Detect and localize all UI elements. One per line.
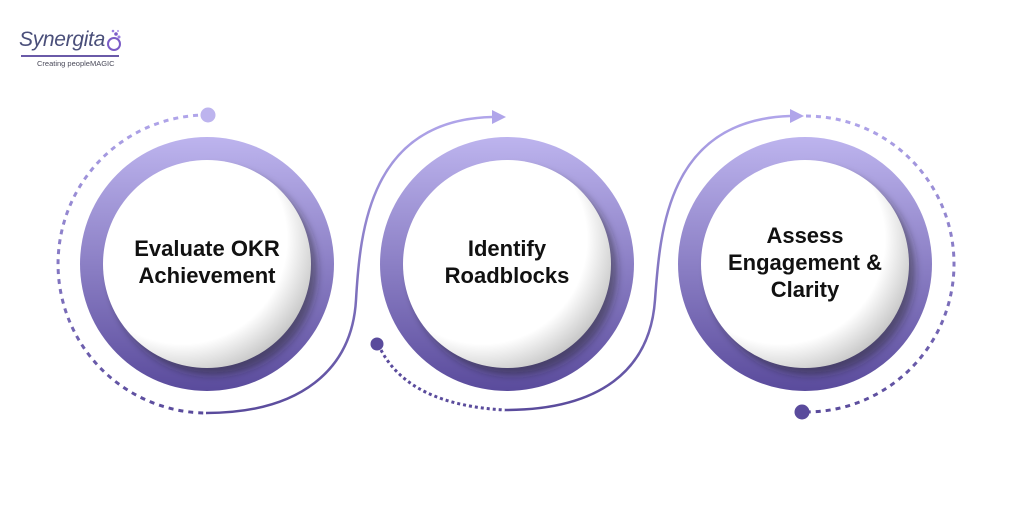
step-label-line: Achievement: [138, 263, 276, 288]
arrow-head-2: [790, 109, 804, 123]
ring-inner: [403, 160, 611, 368]
ring-inner: [103, 160, 311, 368]
step-label-line: Identify: [467, 236, 547, 261]
end-dot-3: [794, 404, 810, 420]
connector-1-2: [205, 115, 493, 415]
logo-wordmark: Synergita: [19, 28, 106, 51]
arrow-head-1: [492, 110, 506, 124]
synergita-logo: Synergita Creating peopleMAGIC: [19, 28, 129, 72]
dotted-arc-2: [379, 349, 506, 412]
logo-swirl-icon: [107, 29, 121, 51]
step-ring-3: [678, 137, 932, 391]
start-dot-2: [370, 337, 384, 351]
step-label-line: Roadblocks: [444, 263, 570, 288]
step-ring-2: [380, 137, 634, 391]
step-ring-1: [80, 137, 334, 391]
ring-inner: [701, 160, 909, 368]
dashed-arc-3: [805, 114, 956, 414]
step-label-line: Evaluate OKR: [134, 236, 280, 261]
start-dot-1: [200, 107, 216, 123]
logo-tagline: Creating peopleMAGIC: [37, 59, 115, 68]
logo-underline: [21, 55, 119, 57]
dashed-arc-1: [56, 113, 209, 415]
step-label-line: Clarity: [770, 276, 840, 302]
step-label-line: Engagement &: [727, 249, 883, 275]
step-label-line: Assess: [766, 222, 844, 248]
connector-2-3: [504, 114, 791, 412]
